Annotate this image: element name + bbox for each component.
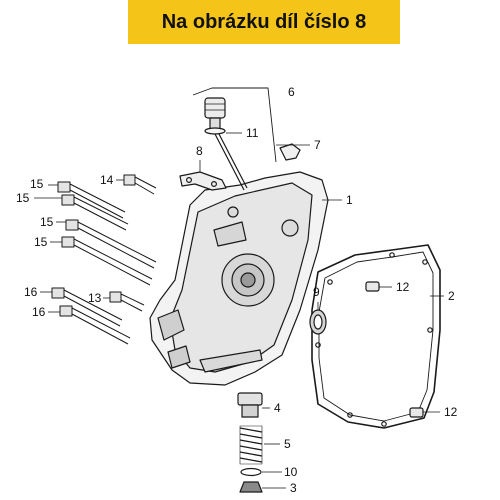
callout-1: 1 [346,193,353,207]
gasket-part [311,244,441,429]
leader-lines [34,132,444,489]
dowel-pin-a [365,281,380,292]
title-banner: Na obrázku díl číslo 8 [128,0,400,44]
dowel-pin-b [409,407,424,418]
o-ring-part [240,467,262,477]
crankcase-cover-part [149,171,329,386]
callout-15a: 15 [30,177,44,191]
callout-8: 8 [196,144,203,158]
plug-part [237,392,263,418]
callout-4: 4 [274,401,281,415]
banner-title: Na obrázku díl číslo 8 [161,10,367,33]
bolt-16b [59,305,131,345]
bolt-15c [65,219,157,269]
callout-7: 7 [314,138,321,152]
callout-16a: 16 [24,285,38,299]
callout-5: 5 [284,437,291,451]
clip-part [279,143,301,161]
callout-6: 6 [288,85,295,99]
callout-15d: 15 [34,235,48,249]
bolt-14 [123,174,157,195]
callout-16b: 16 [32,305,46,319]
drain-cap-part [239,481,263,493]
bolt-16a [51,287,123,327]
callout-14: 14 [100,173,114,187]
callout-12b: 12 [444,405,458,419]
callout-labels: 1 2 3 4 5 6 7 8 9 10 11 12 12 13 14 15 1… [16,85,458,495]
callout-11: 11 [246,126,259,140]
leader-6 [192,87,277,163]
bolt-15d [61,236,153,286]
callout-3: 3 [290,481,297,495]
callout-15c: 15 [40,215,54,229]
callout-15b: 15 [16,191,30,205]
bolt-15a [57,181,126,219]
callout-13: 13 [88,291,102,305]
bracket-part [179,171,227,191]
oil-dipstick-part [204,97,248,191]
bolt-15b [61,194,129,231]
spring-part [239,425,263,465]
callout-10: 10 [284,465,298,479]
bolt-13 [109,291,145,312]
callout-9: 9 [313,285,320,299]
bolts-group [51,174,157,345]
callout-2: 2 [448,289,455,303]
oil-seal-part [309,309,327,335]
callout-12a: 12 [396,280,410,294]
